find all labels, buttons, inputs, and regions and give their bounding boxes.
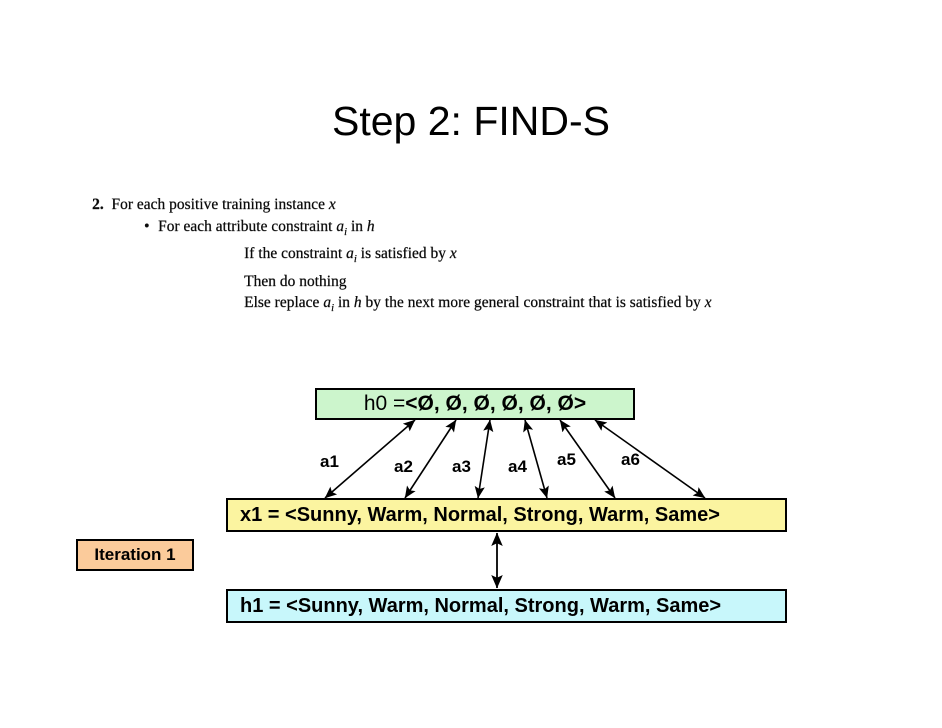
pseudocode-line-3-text-b: is satisfied by [360,245,446,263]
h0-label: h0 = [363,392,406,415]
attribute-arrow-a4 [523,419,549,499]
iteration-badge-label: Iteration 1 [94,545,176,564]
h0-vector: <Ø, Ø, Ø, Ø, Ø, Ø> [405,392,587,415]
pseudocode-line-2-var-sub: i [343,225,347,238]
pseudocode-line-2-text-b: in [350,217,363,235]
attribute-arrow-a6 [594,419,706,499]
iteration-badge: Iteration 1 [76,539,194,571]
attribute-arrow-label-a2: a2 [394,457,413,476]
pseudocode-line-5-text-b: in [337,294,350,312]
h1-hypothesis-box: h1 = <Sunny, Warm, Normal, Strong, Warm,… [226,589,787,623]
pseudocode-line-3-text-a: If the constraint [244,245,343,263]
attribute-arrow-label-a5: a5 [557,450,576,469]
pseudocode-line-5-var-sub: i [330,302,334,315]
pseudocode-line-5-var2: h [353,294,362,312]
x1-instance-box: x1 = <Sunny, Warm, Normal, Strong, Warm,… [226,498,787,532]
attribute-arrow-label-a4: a4 [508,457,527,476]
attribute-arrow-label-a1: a1 [320,452,339,471]
pseudocode-step-number: 2. [92,196,104,213]
pseudocode-line-2-text-a: For each attribute constraint [158,217,333,235]
attribute-arrow-label-a6: a6 [621,450,640,469]
pseudocode-line-2-var2: h [366,217,375,235]
h0-hypothesis-box: h0 = <Ø, Ø, Ø, Ø, Ø, Ø> [315,388,635,420]
x1-text: x1 = <Sunny, Warm, Normal, Strong, Warm,… [240,503,720,526]
pseudocode-line-5-var3: x [704,294,712,312]
pseudocode-line-5-var-base: a [323,294,331,312]
pseudocode-line-3-var-sub: i [353,253,357,266]
pseudocode-line-5-text-c: by the next more general constraint that… [365,294,701,312]
pseudocode-line-3-var: ai [346,245,357,266]
attribute-arrow-label-a3: a3 [452,457,471,476]
h1-text: h1 = <Sunny, Warm, Normal, Strong, Warm,… [240,594,722,617]
pseudocode-line-4: Then do nothing [244,272,347,290]
pseudocode-line-2: • For each attribute constraint ai in h [144,216,912,244]
attribute-arrow-a3 [474,419,494,499]
pseudocode-line-5-var: ai [323,294,334,315]
pseudocode-line-5: Else replace ai in h by the next more ge… [244,292,912,320]
pseudocode-line-1-text: For each positive training instance [111,196,325,213]
pseudocode-block: 2. For each positive training instance x… [92,194,912,320]
pseudocode-line-3: If the constraint ai is satisfied by x [244,243,912,271]
page-title: Step 2: FIND-S [332,98,610,144]
pseudocode-line-3-var-base: a [346,245,354,263]
pseudocode-line-2-var: ai [336,217,347,238]
pseudocode-line-1: 2. For each positive training instance x [92,194,912,216]
pseudocode-line-1-var: x [328,196,336,213]
bullet-icon: • [144,217,150,235]
pseudocode-line-5-text-a: Else replace [244,294,320,312]
pseudocode-line-2-var-base: a [336,217,344,235]
pseudocode-line-3-var2: x [449,245,457,263]
